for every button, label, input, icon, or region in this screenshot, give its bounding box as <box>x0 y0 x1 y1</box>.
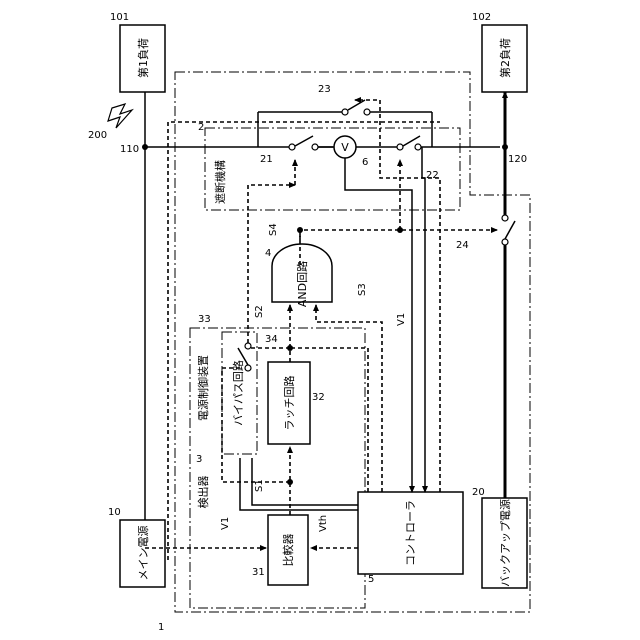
signal-label-s1: S1 <box>254 479 265 492</box>
ref-31: 31 <box>252 567 265 578</box>
ref-3: 3 <box>196 454 202 465</box>
voltmeter-label: V <box>341 141 349 154</box>
junction-dot <box>142 144 148 150</box>
switch-23-contact <box>348 100 365 110</box>
ref-34: 34 <box>265 334 278 345</box>
backup-power-label: バックアップ電源 <box>498 499 512 587</box>
junction-dot <box>287 479 293 485</box>
switch-24-terminal-a <box>502 239 508 245</box>
ref-5: 5 <box>368 574 374 585</box>
junction-dot <box>287 345 293 351</box>
signal-label-v1-a: V1 <box>220 517 231 530</box>
ref-102: 102 <box>472 12 491 23</box>
junction-dot <box>397 227 403 233</box>
ref-23: 23 <box>318 84 331 95</box>
switch-22-terminal-a <box>397 144 403 150</box>
switch-21-terminal-a <box>289 144 295 150</box>
junction-dot <box>297 227 303 233</box>
signal-label-v1-b: V1 <box>396 313 407 326</box>
cutoff-label: 遮断機構 <box>213 160 227 204</box>
switch-34-terminal-b <box>245 343 251 349</box>
signal-v1-feedback-2 <box>422 147 425 492</box>
ref-4: 4 <box>265 248 271 259</box>
ref-101: 101 <box>110 12 129 23</box>
bypass-label: バイパス回路 <box>232 360 245 426</box>
switch-21-terminal-b <box>312 144 318 150</box>
ref-24: 24 <box>456 240 469 251</box>
ref-1: 1 <box>158 622 164 633</box>
and-gate-label: AND回路 <box>296 261 309 307</box>
latch-label: ラッチ回路 <box>283 376 296 431</box>
switch-24-contact <box>505 221 515 239</box>
junction-dot <box>502 144 508 150</box>
power-ctrl-label: 電源制御装置 <box>196 355 210 421</box>
signal-label-s2: S2 <box>254 305 265 318</box>
controller-label: コントローラ <box>404 500 417 566</box>
ref-6: 6 <box>362 157 368 168</box>
ref-20: 20 <box>472 487 485 498</box>
ref-32: 32 <box>312 392 325 403</box>
load1-label: 第1負荷 <box>136 38 150 78</box>
signal-label-s3: S3 <box>357 283 368 296</box>
switch-24-terminal-b <box>502 215 508 221</box>
switch-34-terminal-a <box>245 365 251 371</box>
switch-23-terminal-b <box>364 109 370 115</box>
main-power-label: メイン電源 <box>136 526 150 581</box>
ref-10: 10 <box>108 507 121 518</box>
signal-s3 <box>316 305 382 492</box>
ref-200: 200 <box>88 130 107 141</box>
ref-21: 21 <box>260 154 273 165</box>
ref-2: 2 <box>198 122 204 133</box>
detector-label: 検出器 <box>196 476 210 509</box>
signal-label-s4: S4 <box>268 223 279 236</box>
lightning-icon <box>108 104 132 128</box>
ref-110: 110 <box>120 144 139 155</box>
switch-22-terminal-b <box>415 144 421 150</box>
ref-22: 22 <box>426 170 439 181</box>
ref-120: 120 <box>508 154 527 165</box>
comparator-label: 比較器 <box>281 534 295 567</box>
load2-label: 第2負荷 <box>498 38 512 78</box>
switch-23-terminal-a <box>342 109 348 115</box>
switch-21-contact <box>295 136 313 146</box>
signal-label-vth: Vth <box>318 515 329 532</box>
ref-33: 33 <box>198 314 211 325</box>
